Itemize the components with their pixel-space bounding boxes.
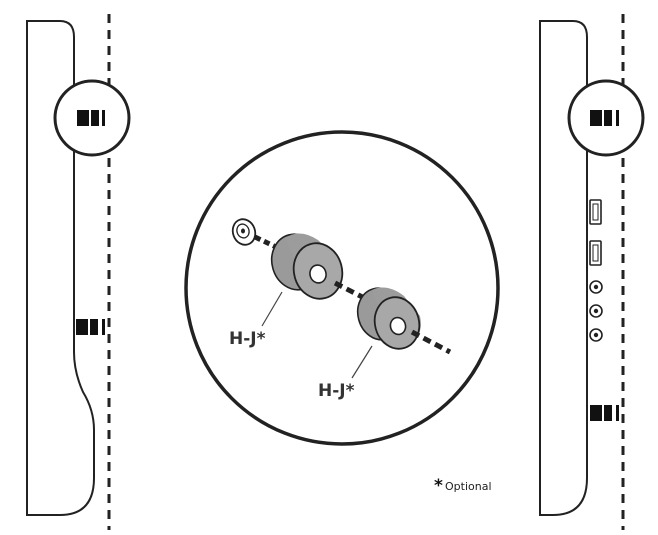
left-monitor-outline [26,20,95,516]
right-monitor-outline [539,20,588,516]
leader-line-upper [261,291,283,327]
footnote-text: Optional [445,480,492,493]
magnified-detail-circle [184,130,500,446]
spacer-upper-icon [270,233,344,300]
mounting-axis-line-end [410,329,452,355]
port-audio-1-icon [589,280,603,294]
screw-icon [231,218,278,250]
right-top-bracket-icon [590,110,619,126]
magnified-detail: H-J* H-J* [184,130,500,446]
port-audio-2-icon [589,304,603,318]
optional-footnote: * Optional [434,476,492,496]
port-hdmi-2-icon [589,240,602,266]
spacer-label-lower: H-J* [318,381,355,401]
footnote-asterisk: * [434,476,443,496]
spacer-lower-icon [356,287,421,350]
port-audio-3-icon [589,328,603,342]
port-hdmi-1-icon [589,199,602,225]
right-bottom-bracket-icon [590,405,619,421]
left-top-bracket-icon [77,110,105,126]
leader-line-lower [351,345,373,379]
left-monitor-side-view [26,14,131,530]
right-monitor-side-view [539,14,645,530]
left-bottom-bracket-icon [76,319,105,335]
spacer-label-upper: H-J* [229,329,266,349]
